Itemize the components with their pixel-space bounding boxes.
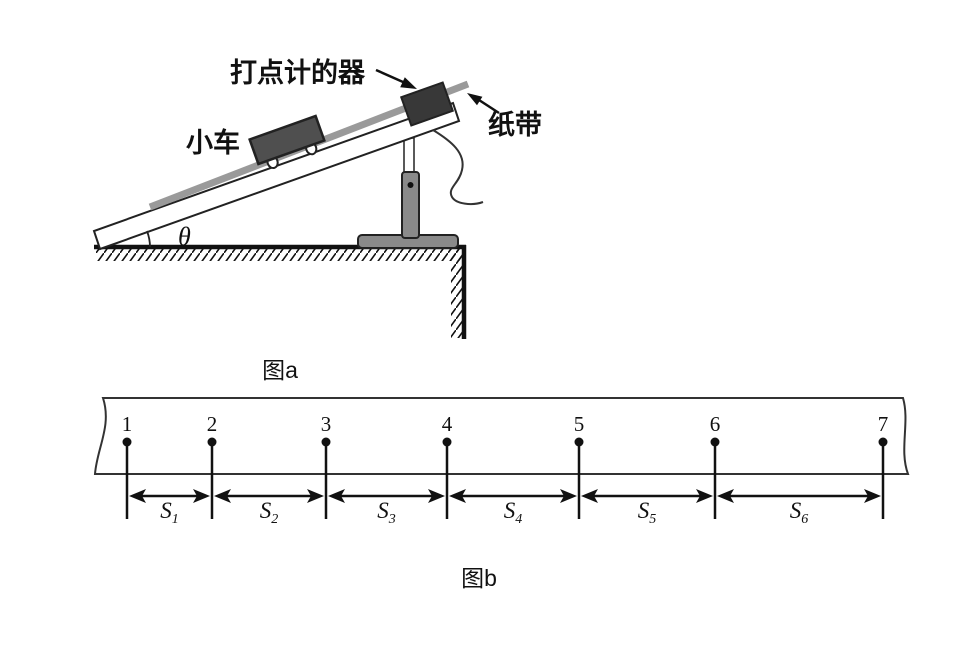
interval-arrow-right-head-5 (696, 489, 713, 503)
interval-label-subscript-3: 3 (388, 512, 396, 527)
tape-dot-number-6: 6 (710, 412, 721, 436)
figure-b: 1 2 3 4 5 6 7S1 S2 S3 S4 S5 S6 图b (93, 397, 910, 591)
tape-dot-6 (710, 437, 720, 447)
timer-label: 打点计的器 (230, 57, 366, 88)
tape-dot-5 (574, 437, 584, 447)
ticker-timer (399, 81, 455, 127)
table-edge-hatching (451, 249, 463, 338)
tape-dot-2 (207, 437, 217, 447)
interval-label-2: S2 (260, 498, 279, 527)
tape-dot-1 (122, 437, 132, 447)
interval-arrow-left-head-1 (129, 489, 146, 503)
interval-arrow-left-head-3 (328, 489, 345, 503)
interval-arrow-right-head-4 (560, 489, 577, 503)
tape-dot-4 (442, 437, 452, 447)
interval-arrow-right-head-1 (193, 489, 210, 503)
tape-label: 纸带 (488, 109, 542, 140)
interval-label-5: S5 (638, 498, 657, 527)
cart-body (248, 114, 326, 166)
figure-a: 打点计的器 小车 纸带 θ 图a (92, 57, 542, 383)
interval-label-1: S1 (160, 498, 179, 527)
figure-b-caption: 图b (461, 565, 497, 591)
tape-dot-number-7: 7 (878, 412, 889, 436)
interval-label-subscript-5: 5 (649, 512, 656, 527)
tape-dot-3 (321, 437, 331, 447)
tape-dot-number-1: 1 (122, 412, 133, 436)
interval-label-subscript-2: 2 (271, 512, 278, 527)
table-surface-hatching (96, 249, 464, 261)
interval-arrow-left-head-4 (449, 489, 466, 503)
tape-dot-number-3: 3 (321, 412, 332, 436)
tape-arrow-head (467, 93, 483, 106)
angle-arc (146, 230, 151, 248)
interval-label-4: S4 (504, 498, 523, 527)
cart (248, 114, 326, 170)
tape-dot-number-2: 2 (207, 412, 218, 436)
interval-label-subscript-6: 6 (801, 512, 808, 527)
timer-arrow-head (400, 77, 417, 89)
interval-label-6: S6 (790, 498, 809, 527)
interval-label-subscript-4: 4 (515, 512, 522, 527)
timer-wire (432, 129, 484, 206)
timer-arrow-shaft (375, 68, 404, 84)
stand-post (401, 171, 420, 239)
ticker-timer-body (399, 81, 455, 127)
angle-theta-label: θ (178, 222, 191, 251)
interval-arrow-right-head-6 (864, 489, 881, 503)
interval-arrow-right-head-2 (307, 489, 324, 503)
tape-dot-number-4: 4 (442, 412, 453, 436)
figure-a-caption: 图a (262, 357, 298, 383)
interval-arrow-left-head-6 (717, 489, 734, 503)
stand-clamp-screw (407, 182, 414, 188)
interval-label-3: S3 (377, 498, 396, 527)
tape-strip (93, 397, 910, 475)
interval-arrow-left-head-5 (581, 489, 598, 503)
cart-label: 小车 (186, 127, 240, 158)
inclined-plank (92, 101, 461, 251)
interval-arrow-right-head-3 (428, 489, 445, 503)
tape-dot-number-5: 5 (574, 412, 585, 436)
interval-label-subscript-1: 1 (172, 512, 179, 527)
tape-dot-7 (878, 437, 888, 447)
tape-arrow-shaft (478, 98, 500, 115)
interval-arrow-left-head-2 (214, 489, 231, 503)
